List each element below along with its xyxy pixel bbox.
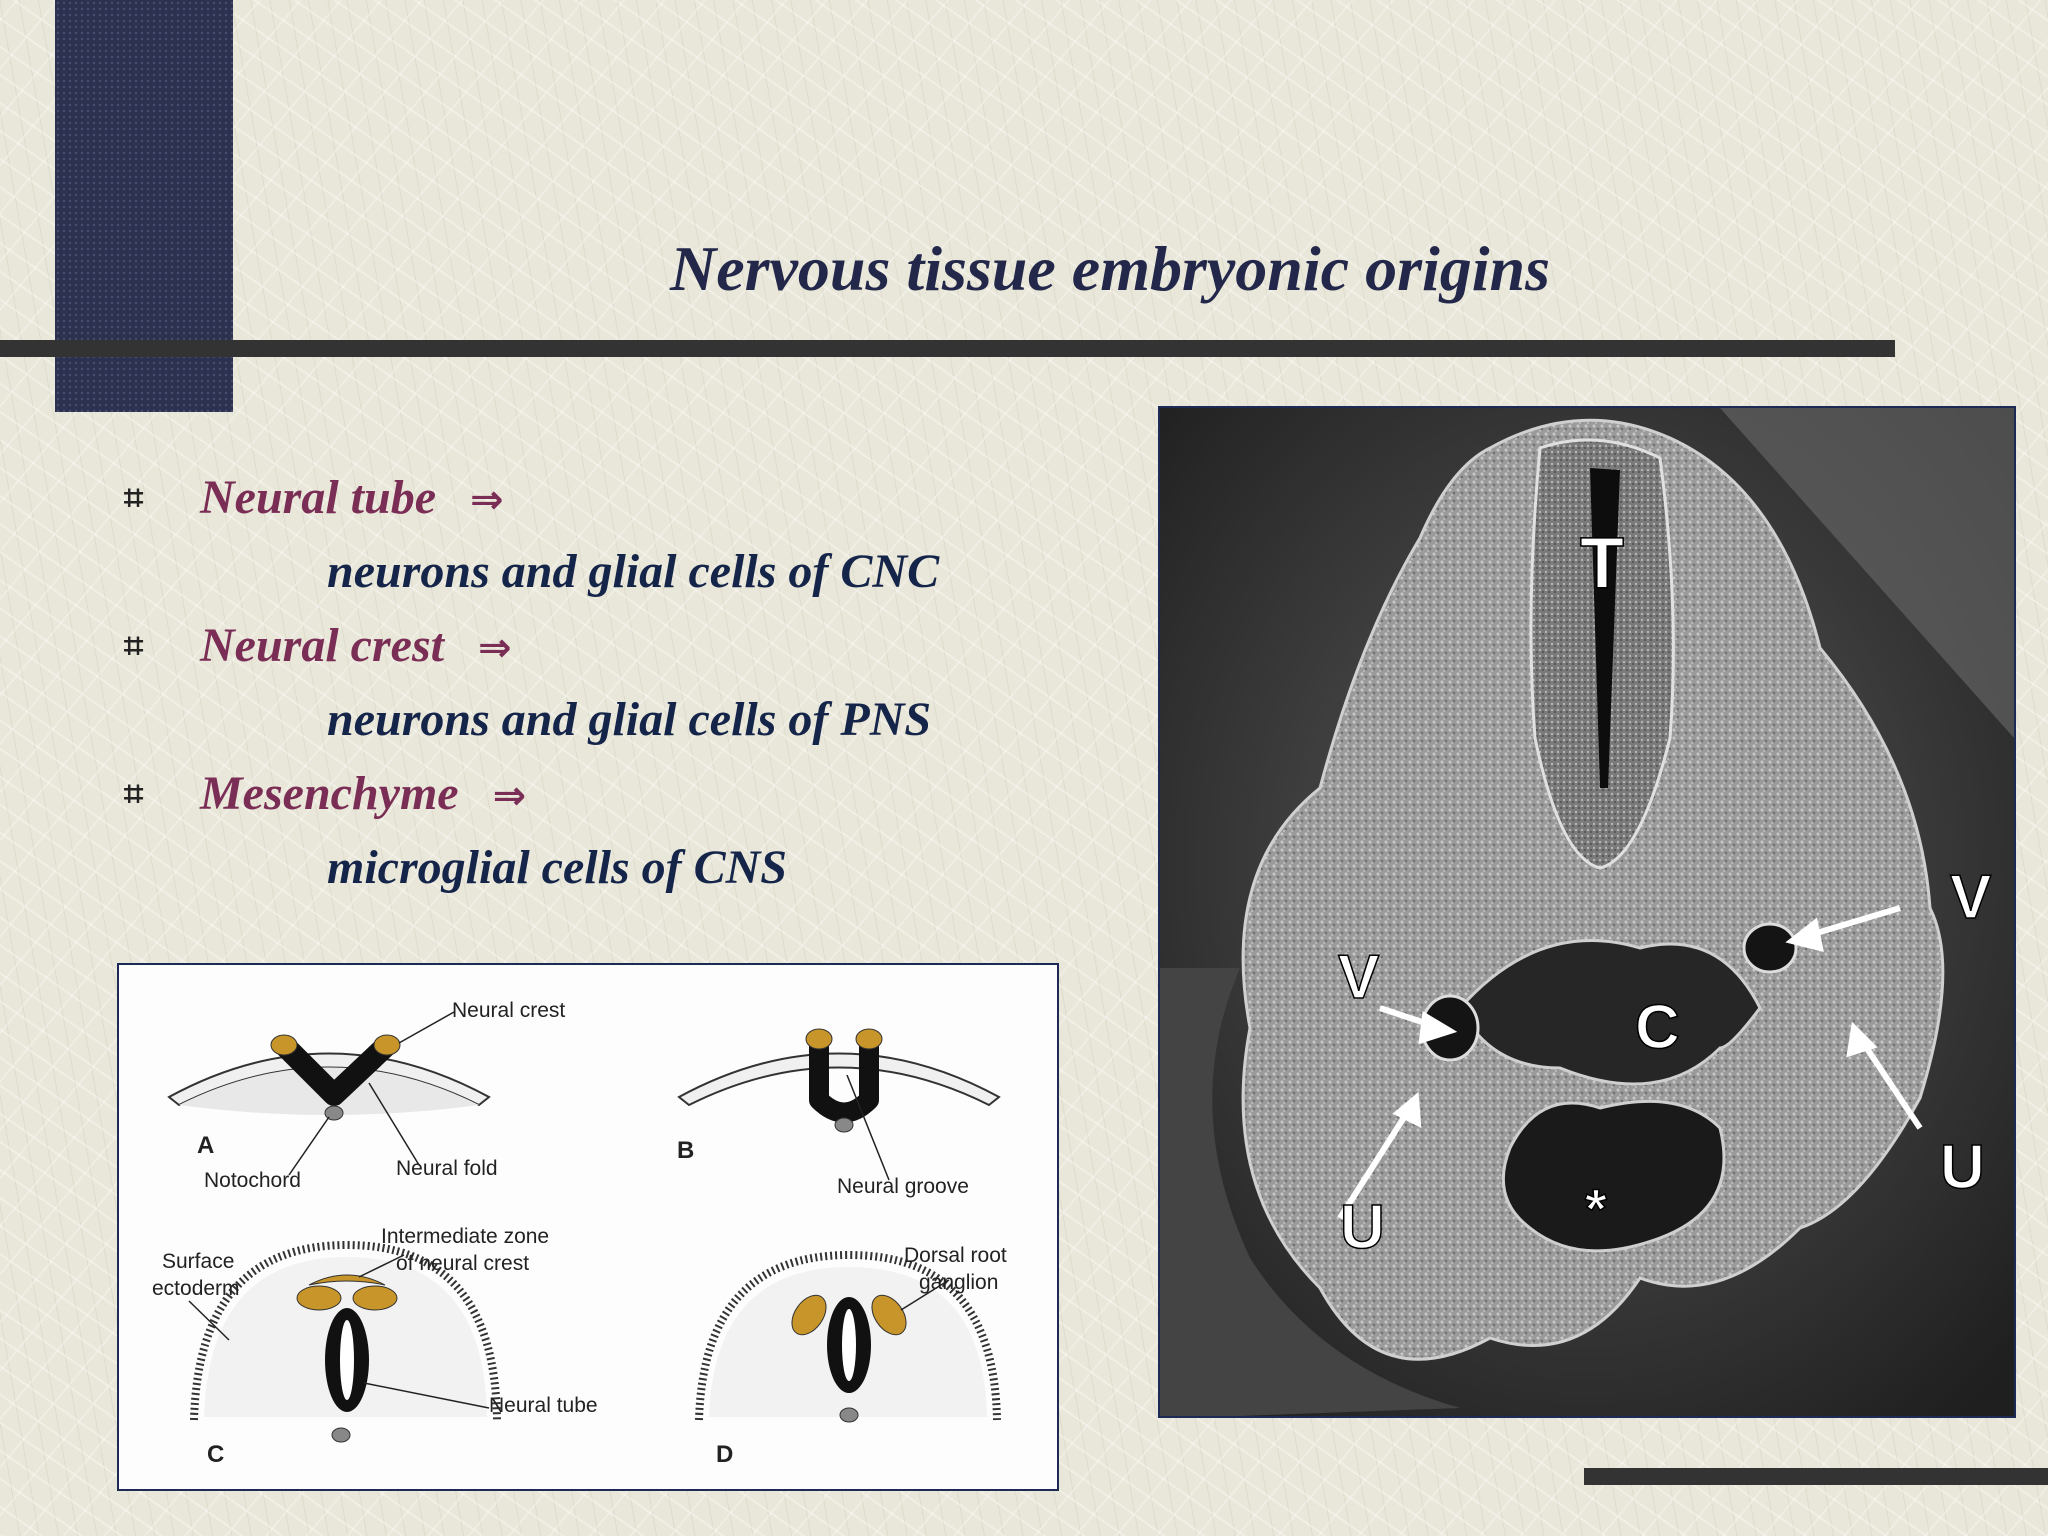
micrograph-label: * [1585, 1177, 1607, 1240]
label-neural-groove: Neural groove [837, 1175, 969, 1198]
label-dorsal-root-ganglion: Dorsal root [904, 1244, 1007, 1267]
panel-b: Neural groove B [677, 1028, 1001, 1198]
bullet-head: Mesenchyme⇒ [200, 767, 527, 820]
panel-a: Neural crest Notochord Neural fold A [167, 999, 565, 1192]
bullet-icon: ⌗ [124, 774, 144, 814]
bullet-list: ⌗ Neural tube⇒ neurons and glial cells o… [120, 470, 1120, 914]
label-surface-ectoderm: ectoderm [152, 1277, 240, 1300]
label-neural-crest: Neural crest [452, 999, 565, 1022]
panel-c: Intermediate zone of neural crest Surfac… [152, 1225, 598, 1468]
panel-label: A [197, 1132, 214, 1159]
bullet-detail: microglial cells of CNS [327, 841, 787, 894]
slide-title: Nervous tissue embryonic origins [669, 233, 1551, 304]
bullet-detail: neurons and glial cells of PNS [327, 693, 932, 746]
bullet-icon: ⌗ [124, 478, 144, 518]
label-dorsal-root-ganglion: ganglion [919, 1271, 998, 1294]
panel-d: Dorsal root ganglion D [695, 1244, 1007, 1468]
micrograph-label: V [1950, 863, 1991, 932]
bullet-head: Neural tube⇒ [200, 471, 504, 524]
electron-micrograph: T V V C U U * [1158, 406, 2016, 1418]
bullet-item: ⌗ Mesenchyme⇒ [120, 766, 1120, 840]
label-notochord: Notochord [204, 1169, 301, 1192]
micrograph-label: U [1340, 1193, 1385, 1262]
arrow-icon: ⇒ [477, 625, 512, 671]
label-neural-tube: Neural tube [489, 1394, 598, 1417]
panel-label: B [677, 1137, 694, 1164]
micrograph-label: V [1338, 943, 1379, 1012]
micrograph-label: T [1580, 524, 1624, 604]
label-intermediate-zone: Intermediate zone [381, 1225, 549, 1248]
neural-tube-diagram: Neural crest Notochord Neural fold A Neu… [117, 963, 1059, 1491]
micrograph-label: C [1635, 993, 1680, 1062]
panel-label: D [716, 1441, 733, 1468]
bullet-item: ⌗ Neural crest⇒ [120, 618, 1120, 692]
bullet-icon: ⌗ [124, 626, 144, 666]
label-intermediate-zone: of neural crest [396, 1252, 529, 1275]
micrograph-label: U [1940, 1133, 1985, 1202]
footer-rule [1584, 1468, 2048, 1485]
bullet-detail: neurons and glial cells of CNC [327, 545, 940, 598]
arrow-icon: ⇒ [492, 773, 527, 819]
label-neural-fold: Neural fold [396, 1157, 498, 1180]
bullet-item: ⌗ Neural tube⇒ [120, 470, 1120, 544]
bullet-head: Neural crest⇒ [200, 619, 512, 672]
panel-label: C [207, 1441, 224, 1468]
title-rule [0, 340, 1895, 357]
label-surface-ectoderm: Surface [162, 1250, 234, 1273]
arrow-icon: ⇒ [470, 477, 504, 523]
